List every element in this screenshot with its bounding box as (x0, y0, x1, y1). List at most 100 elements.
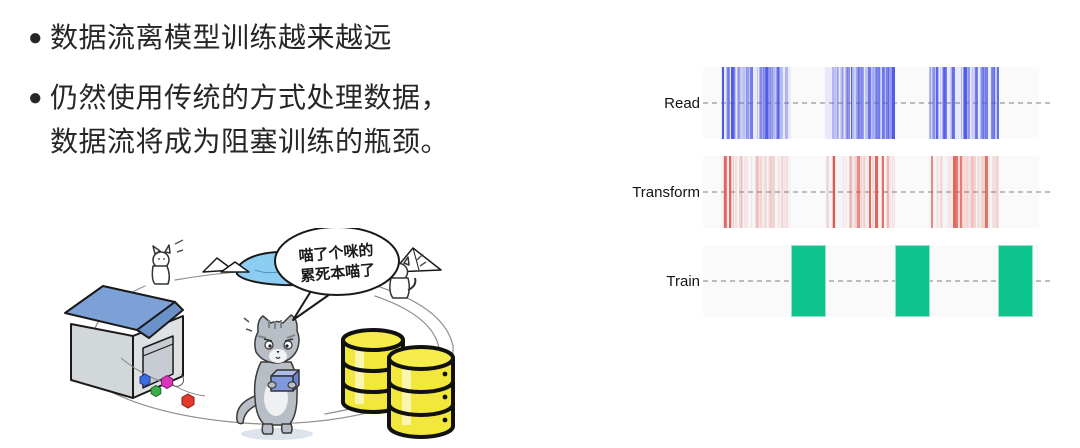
white-cat-left (151, 239, 184, 285)
activity-tick (767, 67, 771, 139)
row-track (703, 245, 1055, 317)
activity-tick (971, 156, 974, 228)
activity-tick (956, 156, 958, 228)
activity-tick (770, 156, 773, 228)
activity-tick (961, 156, 964, 228)
activity-tick (770, 67, 774, 139)
activity-tick (935, 67, 939, 139)
activity-tick (868, 67, 872, 139)
activity-tick (836, 67, 839, 139)
activity-tick (734, 67, 737, 139)
activity-tick (874, 156, 878, 228)
activity-tick (982, 67, 985, 139)
activity-tick (953, 156, 957, 228)
activity-tick (849, 156, 851, 228)
activity-tick (771, 67, 774, 139)
activity-tick (760, 156, 764, 228)
activity-tick (881, 67, 885, 139)
activity-tick (936, 67, 939, 139)
activity-tick (832, 67, 835, 139)
activity-tick (767, 156, 770, 228)
activity-tick (856, 156, 860, 228)
activity-tick (766, 67, 769, 139)
activity-tick (958, 156, 961, 228)
activity-tick (772, 156, 775, 228)
activity-tick (952, 67, 955, 139)
activity-tick (969, 67, 971, 139)
activity-tick (881, 156, 885, 228)
activity-tick (759, 67, 762, 139)
activity-tick (756, 67, 759, 139)
activity-tick (885, 67, 889, 139)
activity-tick (949, 156, 952, 228)
activity-tick (976, 156, 980, 228)
row-label-transform: Transform (632, 183, 700, 201)
activity-tick (981, 156, 983, 228)
activity-tick (721, 67, 725, 139)
activity-tick (887, 156, 889, 228)
activity-tick (934, 67, 938, 139)
main-cat (236, 314, 313, 440)
activity-tick (834, 156, 836, 228)
activity-tick (994, 67, 998, 139)
activity-tick (974, 67, 976, 139)
activity-tick (859, 156, 862, 228)
activity-tick (851, 67, 855, 139)
activity-tick (876, 67, 878, 139)
activity-tick (886, 156, 889, 228)
activity-tick (842, 156, 845, 228)
activity-tick (982, 156, 986, 228)
activity-tick (973, 156, 976, 228)
activity-tick (741, 67, 745, 139)
activity-tick (742, 67, 746, 139)
activity-tick (935, 67, 939, 139)
activity-tick (732, 156, 735, 228)
activity-tick (983, 67, 986, 139)
activity-tick (731, 156, 734, 228)
bullet-item-1: ● 数据流离模型训练越来越远 (28, 16, 558, 60)
activity-tick (978, 156, 981, 228)
activity-tick (850, 156, 853, 228)
gem-red (181, 393, 195, 409)
activity-tick (939, 67, 941, 139)
activity-tick (929, 67, 932, 139)
activity-tick (982, 67, 986, 139)
activity-tick (741, 156, 743, 228)
activity-tick (726, 67, 730, 139)
activity-tick (856, 67, 859, 139)
activity-tick (992, 156, 995, 228)
activity-tick (732, 156, 734, 228)
db-stack-front (387, 345, 455, 439)
activity-band (721, 156, 791, 228)
row-track (703, 67, 1055, 139)
activity-tick (960, 156, 963, 228)
activity-tick (855, 156, 858, 228)
activity-tick (853, 156, 855, 228)
activity-tick (832, 156, 836, 228)
activity-tick (755, 156, 759, 228)
activity-tick (963, 67, 965, 139)
activity-tick (887, 67, 890, 139)
activity-tick (893, 156, 895, 228)
activity-tick (840, 67, 843, 139)
activity-tick (780, 67, 784, 139)
activity-tick (858, 67, 861, 139)
activity-tick (778, 156, 781, 228)
gem-magenta (161, 374, 173, 390)
activity-tick (762, 156, 764, 228)
activity-tick (871, 67, 874, 139)
activity-tick (832, 156, 836, 228)
activity-tick (869, 156, 872, 228)
activity-tick (893, 67, 896, 139)
activity-tick (867, 156, 869, 228)
activity-tick (984, 67, 988, 139)
row-track (703, 156, 1055, 228)
activity-tick (860, 67, 862, 139)
activity-tick (845, 67, 847, 139)
activity-tick (867, 67, 870, 139)
activity-tick (774, 67, 778, 139)
activity-tick (882, 67, 885, 139)
activity-tick (879, 67, 882, 139)
cat-shadow (241, 428, 313, 440)
